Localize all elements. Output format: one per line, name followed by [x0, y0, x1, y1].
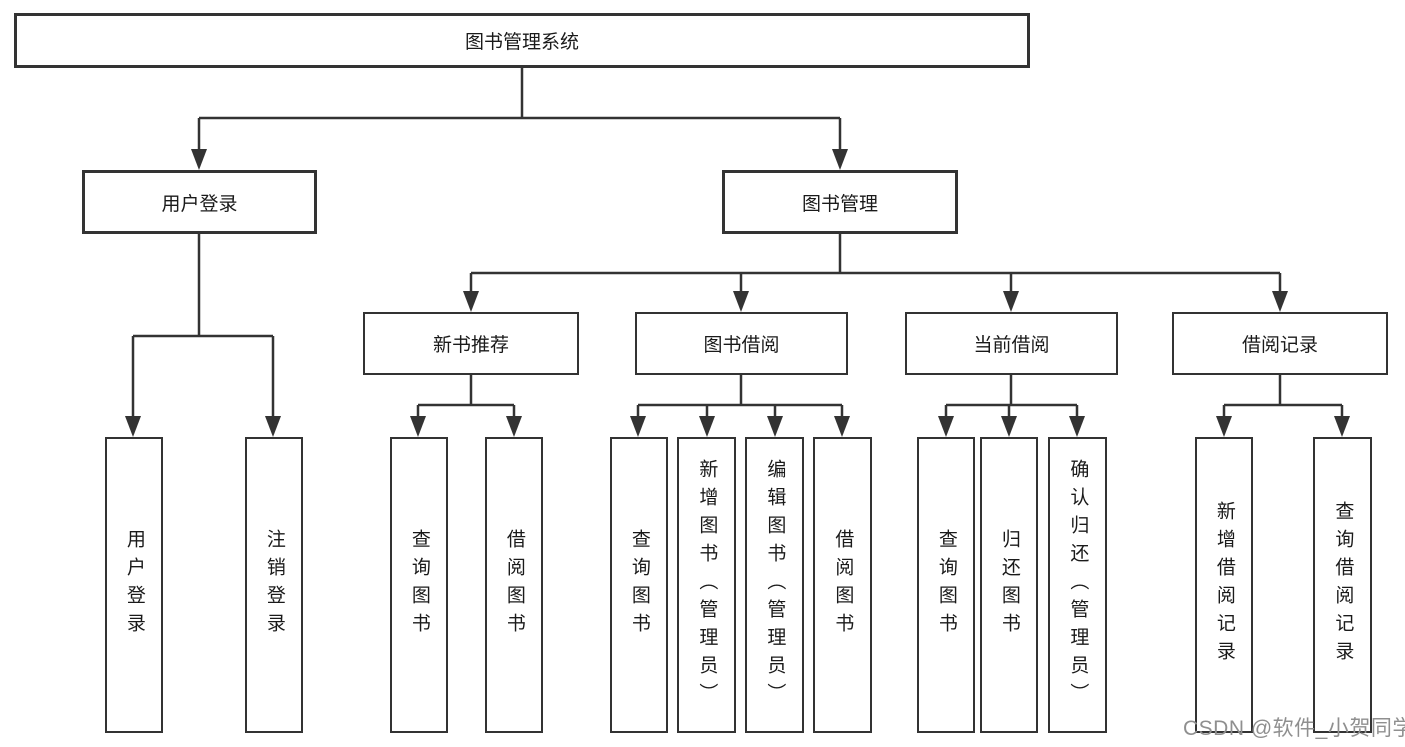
node-leaf-cb-return-books: 归还图书 — [980, 437, 1038, 733]
arrowhead-icon — [1334, 416, 1350, 437]
node-book-management-label: 图书管理 — [801, 193, 878, 215]
arrowhead-icon — [699, 416, 715, 437]
arrowhead-icon — [265, 416, 281, 437]
node-book-management: 图书管理 — [722, 170, 958, 234]
connector-currentborrow-children — [944, 375, 1079, 417]
arrowhead-icon — [1003, 291, 1019, 312]
node-current-borrow-label: 当前借阅 — [973, 335, 1050, 356]
arrowhead-icon — [1069, 416, 1085, 437]
node-leaf-cb-confirm-return-label: 确认归还（管理员） — [1067, 459, 1089, 711]
node-leaf-bb-add-books: 新增图书（管理员） — [677, 437, 736, 733]
node-leaf-logout-label: 注销登录 — [263, 529, 285, 641]
node-leaf-nb-query-books-label: 查询图书 — [408, 529, 430, 641]
node-book-borrow: 图书借阅 — [635, 312, 848, 375]
arrowhead-icon — [767, 416, 783, 437]
arrowhead-icon — [733, 291, 749, 312]
node-current-borrow: 当前借阅 — [905, 312, 1118, 375]
arrowhead-icon — [832, 149, 848, 170]
connector-bookmgmt-children — [469, 234, 1282, 292]
arrowhead-icon — [125, 416, 141, 437]
arrowhead-icon — [410, 416, 426, 437]
arrowhead-icon — [463, 291, 479, 312]
node-user-login: 用户登录 — [82, 170, 317, 234]
node-leaf-bb-borrow-books-label: 借阅图书 — [832, 529, 854, 641]
node-new-book-recommend: 新书推荐 — [363, 312, 579, 375]
node-leaf-br-add-record: 新增借阅记录 — [1195, 437, 1253, 733]
node-leaf-cb-query-books: 查询图书 — [917, 437, 975, 733]
arrowhead-icon — [630, 416, 646, 437]
node-root: 图书管理系统 — [14, 13, 1030, 68]
node-leaf-cb-return-books-label: 归还图书 — [998, 529, 1020, 641]
node-leaf-nb-borrow-books: 借阅图书 — [485, 437, 543, 733]
connector-newbook-children — [416, 375, 516, 417]
node-leaf-user-login: 用户登录 — [105, 437, 163, 733]
connector-root-to-level2 — [197, 68, 842, 150]
node-leaf-bb-query-books-label: 查询图书 — [628, 529, 650, 641]
connector-borrowrecords-children — [1222, 375, 1344, 417]
arrowhead-icon — [506, 416, 522, 437]
arrowhead-icon — [1216, 416, 1232, 437]
node-user-login-label: 用户登录 — [161, 193, 238, 215]
node-leaf-logout: 注销登录 — [245, 437, 303, 733]
connector-bookborrow-children — [636, 375, 844, 417]
node-leaf-user-login-label: 用户登录 — [123, 529, 145, 641]
csdn-watermark: CSDN @软件_小贺同学 — [1183, 717, 1405, 740]
node-leaf-cb-query-books-label: 查询图书 — [935, 529, 957, 641]
node-leaf-br-query-record: 查询借阅记录 — [1313, 437, 1372, 733]
node-leaf-cb-confirm-return: 确认归还（管理员） — [1048, 437, 1107, 733]
node-leaf-br-query-record-label: 查询借阅记录 — [1332, 501, 1354, 669]
arrowhead-icon — [834, 416, 850, 437]
node-book-borrow-label: 图书借阅 — [703, 335, 780, 356]
node-borrow-records-label: 借阅记录 — [1241, 335, 1318, 356]
node-leaf-bb-edit-books-label: 编辑图书（管理员） — [764, 459, 786, 711]
arrowhead-icon — [1272, 291, 1288, 312]
node-leaf-bb-borrow-books: 借阅图书 — [813, 437, 872, 733]
node-leaf-nb-borrow-books-label: 借阅图书 — [503, 529, 525, 641]
node-new-book-recommend-label: 新书推荐 — [432, 335, 509, 356]
node-leaf-nb-query-books: 查询图书 — [390, 437, 448, 733]
arrowhead-icon — [1001, 416, 1017, 437]
node-borrow-records: 借阅记录 — [1172, 312, 1388, 375]
node-leaf-bb-query-books: 查询图书 — [610, 437, 668, 733]
arrowhead-icon — [938, 416, 954, 437]
node-leaf-br-add-record-label: 新增借阅记录 — [1213, 501, 1235, 669]
node-leaf-bb-add-books-label: 新增图书（管理员） — [696, 459, 718, 711]
connector-userlogin-children — [131, 234, 275, 417]
node-leaf-bb-edit-books: 编辑图书（管理员） — [745, 437, 804, 733]
arrowhead-icon — [191, 149, 207, 170]
node-root-label: 图书管理系统 — [464, 32, 579, 53]
